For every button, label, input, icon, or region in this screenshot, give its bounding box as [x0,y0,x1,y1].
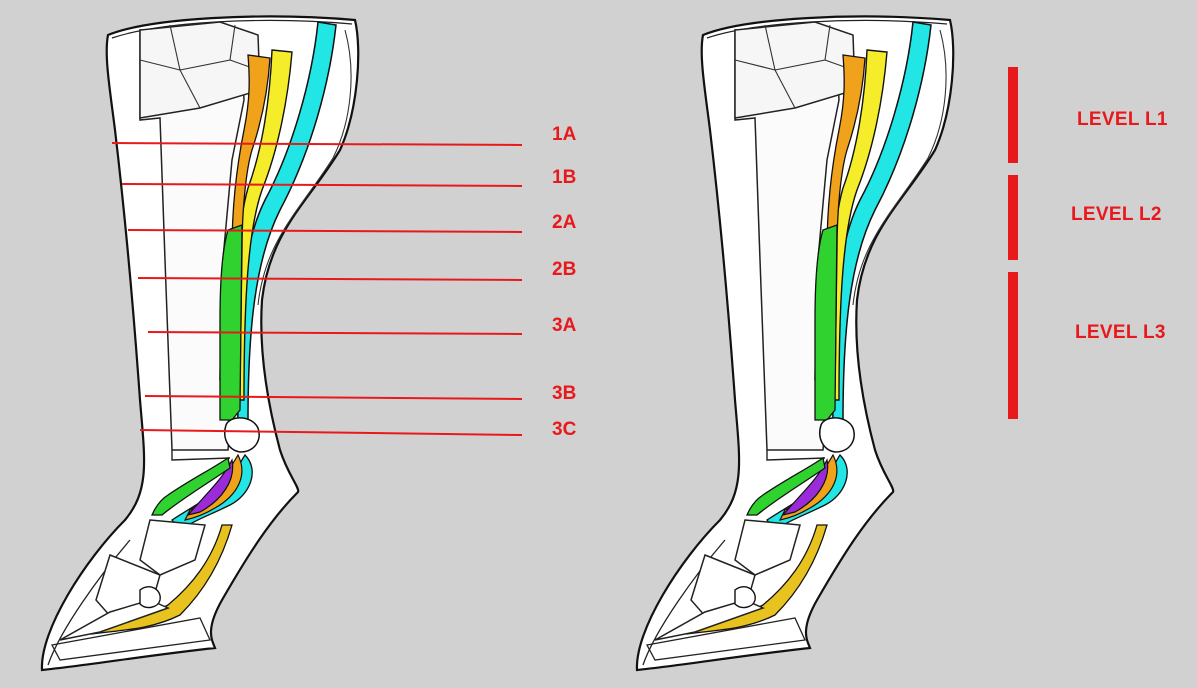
level-bars [1008,67,1018,419]
level-label-l2: LEVEL L2 [1071,204,1162,226]
zone-label-3c: 3C [552,419,576,441]
level-label-l3: LEVEL L3 [1075,322,1166,344]
zone-label-3a: 3A [552,315,576,337]
level-label-l1: LEVEL L1 [1077,109,1168,131]
zone-label-1b: 1B [552,167,576,189]
level-bar-l1 [1008,67,1018,163]
zone-label-2b: 2B [552,259,576,281]
level-bar-l2 [1008,175,1018,260]
zone-label-3b: 3B [552,383,576,405]
zone-label-2a: 2A [552,212,576,234]
right-leg-illustration [637,16,953,670]
zone-label-1a: 1A [552,124,576,146]
left-leg-illustration [42,16,358,670]
level-bar-l3 [1008,272,1018,419]
